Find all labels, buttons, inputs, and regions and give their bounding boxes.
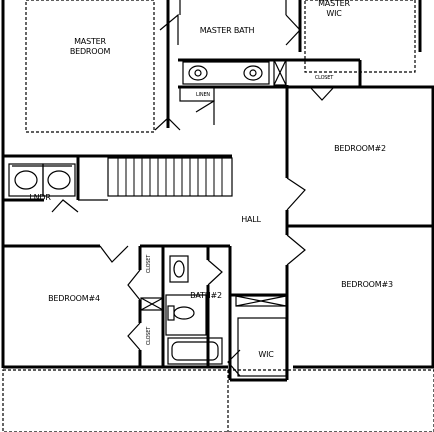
closet-top-label: CLOSET — [315, 75, 334, 81]
hall-label: HALL — [241, 215, 261, 224]
master-bath-label: MASTER BATH — [200, 26, 255, 35]
bedroom3-label: BEDROOM#3 — [341, 280, 393, 289]
master-wic-label-1: MASTER — [318, 0, 350, 8]
closet-left-upper-label: CLOSET — [146, 254, 152, 273]
master-bedroom-label-2: BEDROOM — [70, 47, 111, 56]
bedroom2-label: BEDROOM#2 — [334, 144, 386, 153]
linen-label: LINEN — [196, 92, 210, 98]
master-bedroom-label-1: MASTER — [74, 37, 106, 46]
bedroom4-label: BEDROOM#4 — [48, 294, 100, 303]
room-labels: MASTER BEDROOM MASTER BATH MASTER WIC LI… — [29, 0, 393, 359]
master-wic-label-2: WIC — [326, 9, 342, 18]
closet-left-lower-label: CLOSET — [146, 326, 152, 345]
wic-label: WIC — [258, 350, 274, 359]
door-swings — [51, 13, 335, 377]
laundry-label: LNDR — [29, 193, 51, 202]
stair-treads — [117, 158, 223, 196]
bath2-label: BATH#2 — [190, 291, 222, 300]
